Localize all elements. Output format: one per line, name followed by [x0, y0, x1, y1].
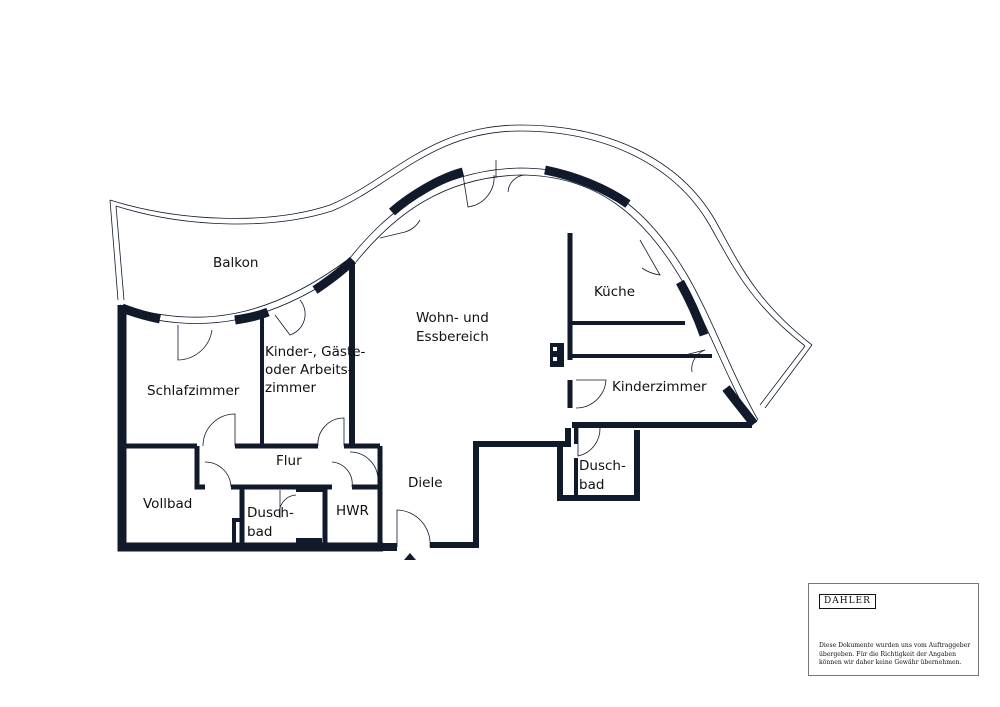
entrance-arrow-icon — [404, 553, 416, 560]
room-label-kueche: Küche — [594, 284, 635, 300]
room-label-diele: Diele — [408, 475, 443, 491]
room-label-kinder-line2: oder Arbeits- — [265, 362, 353, 378]
disclaimer-box: DAHLER Diese Dokumente wurden uns vom Au… — [808, 583, 979, 676]
room-label-duschbad-left-line1: Dusch- — [247, 505, 294, 521]
disclaimer-line-3: können wir daher keine Gewähr übernehmen… — [819, 659, 962, 667]
room-label-schlafzimmer: Schlafzimmer — [147, 383, 240, 399]
room-label-duschbad-left-line2: bad — [247, 524, 272, 540]
room-label-hwr: HWR — [336, 503, 369, 519]
disclaimer-line-1: Diese Dokumente wurden uns vom Auftragge… — [819, 642, 971, 649]
room-labels: Balkon Wohn- und Essbereich Küche Kinder… — [143, 255, 707, 540]
balcony-outline — [109, 124, 813, 409]
disclaimer-line-2: übergeben. Für die Richtigkeit der Angab… — [819, 650, 957, 658]
room-label-kinder-line3: zimmer — [265, 380, 316, 396]
room-label-duschbad-right-line2: bad — [579, 477, 604, 493]
interior-doors — [202, 379, 607, 548]
dahler-logo: DAHLER — [819, 594, 876, 609]
interior-walls — [117, 233, 752, 552]
disclaimer-text: Diese Dokumente wurden uns vom Auftragge… — [819, 642, 974, 668]
room-label-wohn-line2: Essbereich — [416, 329, 489, 345]
room-label-flur: Flur — [276, 453, 302, 469]
room-label-balkon: Balkon — [213, 255, 258, 271]
room-label-vollbad: Vollbad — [143, 496, 192, 512]
room-label-kinderzimmer: Kinderzimmer — [612, 379, 707, 395]
room-label-wohn-line1: Wohn- und — [416, 310, 489, 326]
room-label-duschbad-right-line1: Dusch- — [579, 458, 626, 474]
room-label-kinder-line1: Kinder-, Gäste- — [265, 344, 366, 360]
